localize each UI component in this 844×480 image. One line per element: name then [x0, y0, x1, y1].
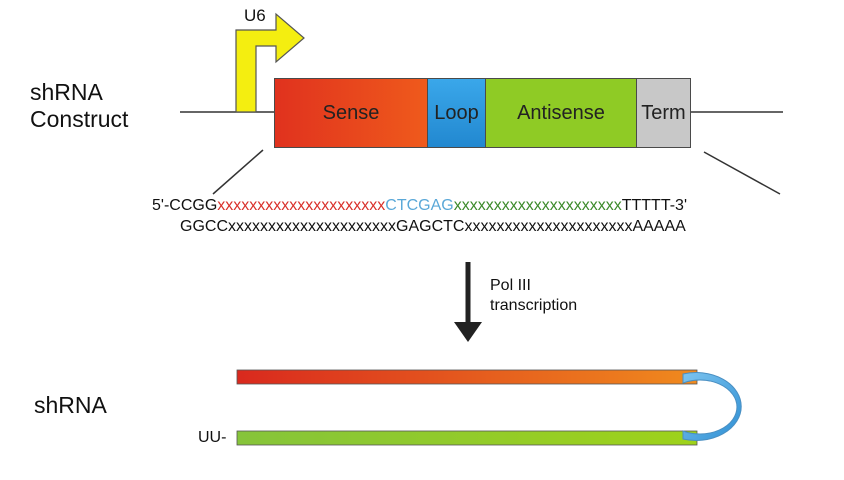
segment-sense-label: Sense [322, 101, 380, 124]
zoom-line-left [212, 149, 264, 195]
zoom-line-right [703, 151, 781, 195]
seq-bottom-antisense: xxxxxxxxxxxxxxxxxxxxx [464, 218, 633, 235]
sequence-bottom: GGCCxxxxxxxxxxxxxxxxxxxxxGAGCTCxxxxxxxxx… [180, 218, 686, 236]
segment-loop: Loop [427, 78, 486, 148]
seq-bottom-prefix: GGCC [180, 218, 228, 235]
segment-antisense: Antisense [485, 78, 637, 148]
hairpin-antisense-strand [236, 430, 698, 446]
hairpin-loop [682, 372, 742, 441]
seq-bottom-loop: GAGCTC [396, 218, 465, 235]
seq-bottom-suffix: AAAAA [632, 218, 686, 235]
segment-antisense-label: Antisense [517, 101, 605, 124]
hairpin-sense-strand [236, 369, 698, 385]
down-arrow-head-icon [454, 322, 482, 342]
process-label-line1: Pol III [490, 277, 531, 294]
product-title: shRNA [34, 392, 107, 418]
construct-title-line2: Construct [30, 106, 129, 132]
segment-sense: Sense [274, 78, 428, 148]
construct-title-line1: shRNA [30, 79, 103, 105]
seq-top-suffix: TTTTT-3' [621, 197, 687, 214]
seq-top-loop: CTCGAG [385, 197, 454, 214]
process-label: Pol III transcription [490, 276, 577, 316]
promoter-arrow-icon [235, 12, 305, 113]
promoter-label: U6 [244, 6, 266, 25]
segment-term-label: Term [641, 101, 686, 124]
overhang-label: UU- [198, 429, 227, 446]
segment-loop-label: Loop [434, 101, 479, 124]
sequence-top: 5'-CCGGxxxxxxxxxxxxxxxxxxxxxCTCGAGxxxxxx… [152, 197, 687, 215]
seq-top-sense: xxxxxxxxxxxxxxxxxxxxx [217, 197, 386, 214]
seq-bottom-sense: xxxxxxxxxxxxxxxxxxxxx [228, 218, 396, 235]
process-label-line2: transcription [490, 297, 578, 314]
seq-top-prefix: 5'-CCGG [152, 197, 218, 214]
segment-term: Term [636, 78, 691, 148]
construct-title: shRNA Construct [30, 79, 128, 133]
seq-top-antisense: xxxxxxxxxxxxxxxxxxxxx [453, 197, 622, 214]
